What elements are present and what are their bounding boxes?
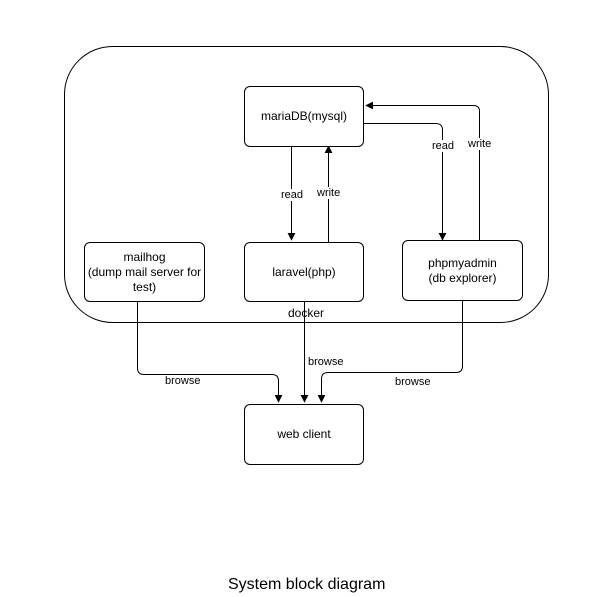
node-mariadb[interactable]: mariaDB(mysql) xyxy=(244,86,364,147)
edge-phpmyadmin-to-web xyxy=(317,300,463,403)
edge-phpmyadmin-to-maria xyxy=(365,101,480,240)
node-phpmyadmin[interactable]: phpmyadmin (db explorer) xyxy=(402,240,523,301)
edge-label-phpmyadmin-to-maria: write xyxy=(467,138,493,150)
edge-mailhog-to-web xyxy=(137,302,283,403)
diagram-title: System block diagram xyxy=(228,576,386,593)
edge-label-maria-to-phpmyadmin: read xyxy=(431,140,456,152)
edge-label-laravel-to-maria: write xyxy=(316,187,342,199)
node-laravel-label: laravel(php) xyxy=(272,264,336,279)
edge-label-phpmyadmin-to-web: browse xyxy=(394,376,432,388)
edge-label-laravel-to-web: browse xyxy=(307,356,345,368)
node-mariadb-label: mariaDB(mysql) xyxy=(260,109,347,123)
edge-label-mailhog-to-web: browse xyxy=(164,375,202,387)
edge-maria-to-phpmyadmin xyxy=(364,123,447,241)
docker-container-label: docker xyxy=(288,306,325,320)
edge-label-maria-to-laravel: read xyxy=(280,189,305,201)
docker-container xyxy=(64,46,549,323)
node-mailhog-label: mailhog (dump mail server for test) xyxy=(87,249,202,294)
node-laravel[interactable]: laravel(php) xyxy=(244,242,364,302)
node-webclient-label: web client xyxy=(277,427,331,441)
node-mailhog[interactable]: mailhog (dump mail server for test) xyxy=(84,242,205,302)
node-phpmyadmin-label: phpmyadmin (db explorer) xyxy=(428,255,497,285)
node-webclient[interactable]: web client xyxy=(244,404,364,465)
